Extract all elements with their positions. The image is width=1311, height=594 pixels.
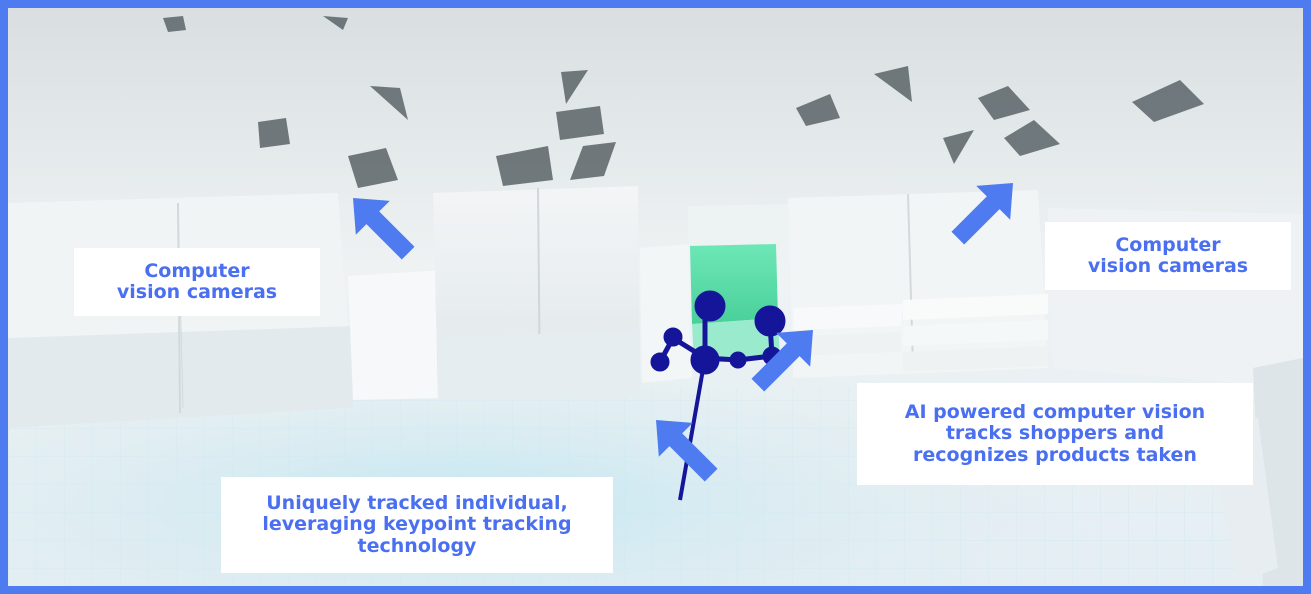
callout-cameras-right: Computer vision cameras: [1045, 222, 1291, 290]
arrow-pointer-icons: [353, 183, 1013, 482]
camera-icon: [796, 94, 840, 126]
callout-line: Uniquely tracked individual,: [266, 492, 568, 515]
arrow-pointer-icon: [353, 198, 415, 260]
camera-icon: [323, 16, 348, 30]
callout-line: leveraging keypoint tracking: [262, 513, 572, 536]
camera-icon: [370, 86, 408, 120]
camera-icon: [348, 148, 398, 188]
camera-icon: [258, 118, 290, 148]
callout-line: tracks shoppers and: [945, 422, 1165, 445]
callout-line: Computer: [144, 259, 250, 282]
callout-line: AI powered computer vision: [904, 401, 1206, 424]
arrow-pointer-icon: [751, 330, 813, 392]
camera-icon: [163, 16, 186, 32]
arrow-pointer-icon: [951, 183, 1013, 245]
callout-tracked-individual: Uniquely tracked individual, leveraging …: [221, 477, 613, 573]
callout-line: vision cameras: [116, 281, 278, 303]
camera-icon: [496, 146, 553, 186]
camera-icon: [874, 66, 912, 102]
callout-cameras-left: Computer vision cameras: [74, 248, 320, 316]
callout-line: technology: [357, 534, 477, 557]
camera-icon: [978, 86, 1030, 120]
shelf-center: [348, 186, 692, 400]
camera-icon: [561, 70, 588, 104]
callout-line: vision cameras: [1087, 255, 1249, 277]
callout-line: Computer: [1115, 233, 1221, 256]
camera-icon: [556, 106, 604, 140]
callout-ai-vision: AI powered computer vision tracks shoppe…: [857, 383, 1253, 485]
arrow-pointer-icon: [656, 420, 718, 482]
camera-icons: [163, 16, 1204, 188]
camera-icon: [1132, 80, 1204, 122]
camera-icon: [943, 130, 974, 164]
callout-line: recognizes products taken: [913, 443, 1197, 466]
person-keypoint-icon: [650, 290, 786, 501]
camera-icon: [1004, 120, 1060, 156]
camera-icon: [570, 142, 616, 180]
